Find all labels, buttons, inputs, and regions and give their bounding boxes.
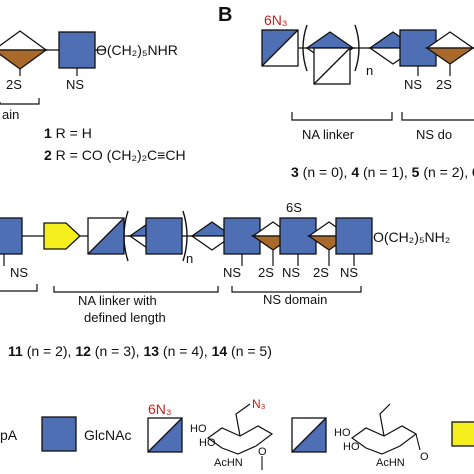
legend-n3-label: 6N₃ bbox=[148, 401, 172, 417]
legend-yellow-shape bbox=[451, 421, 474, 447]
legend-label-glcnac: GlcNAc bbox=[84, 427, 131, 443]
bracket-label-na-linker: NA linker bbox=[302, 127, 355, 142]
split-square-m bbox=[87, 217, 125, 255]
sub-label-ns: NS bbox=[66, 77, 84, 92]
legend-split-square-n3 bbox=[147, 417, 183, 453]
sub-label-ns-m0: NS bbox=[10, 265, 28, 280]
glcnac-square-m0 bbox=[0, 217, 23, 255]
na-diamond-m2 bbox=[189, 221, 235, 251]
struct-o-2: O bbox=[420, 451, 429, 463]
legend-structure-linked: HO HO AcHN O bbox=[334, 403, 429, 469]
struct-achn-1: AcHN bbox=[214, 457, 243, 469]
compounds-3-6: 3 (n = 0), 4 (n = 1), 5 (n = 2), 6 bbox=[291, 164, 474, 180]
compounds-11-14: 11 (n = 2), 12 (n = 3), 13 (n = 4), 14 (… bbox=[8, 343, 272, 359]
struct-ho-4: HO bbox=[343, 441, 360, 453]
panel-b-label: B bbox=[218, 4, 232, 26]
linker-substituent: O(CH₂)₅NHR bbox=[96, 42, 178, 58]
legend-label-pa: pA bbox=[0, 427, 18, 443]
bracket-label-ns-domain-b: NS do bbox=[416, 127, 452, 142]
bracket-label-na-linker-2: defined length bbox=[84, 310, 166, 325]
panel-a-chain: O(CH₂)₅NHR 2S NS ain 1 R = H 2 R = CO (C… bbox=[0, 30, 186, 163]
yellow-pentagon bbox=[43, 222, 81, 250]
six-s-label: 6S bbox=[286, 200, 302, 215]
repeat-n-label-m: n bbox=[186, 251, 193, 266]
sub-label-2s: 2S bbox=[6, 77, 22, 92]
bracket-label-na-linker-1: NA linker with bbox=[78, 293, 157, 308]
split-square-n3 bbox=[261, 29, 299, 67]
legend: pA GlcNAc 6N₃ N₃ HO HO AcHN O bbox=[0, 397, 474, 470]
struct-n3: N₃ bbox=[252, 397, 266, 411]
legend-glcnac-square bbox=[41, 416, 77, 452]
sub-label-2s-m2: 2S bbox=[313, 265, 329, 280]
glcnac-square bbox=[58, 31, 96, 69]
glcnac-square-m4 bbox=[335, 217, 373, 255]
compound-2: 2 R = CO (CH₂)₂C≡CH bbox=[44, 147, 186, 163]
bracket-label-ns-domain-m: NS domain bbox=[263, 292, 327, 307]
legend-structure-azido: N₃ HO HO AcHN O bbox=[190, 397, 274, 470]
legend-split-square bbox=[291, 417, 327, 453]
n3-label-b: 6N₃ bbox=[264, 12, 288, 28]
split-square-repeat bbox=[313, 47, 351, 85]
struct-achn-2: AcHN bbox=[376, 457, 405, 469]
struct-ho-1: HO bbox=[190, 423, 207, 435]
bracket-label-domain: ain bbox=[2, 107, 19, 122]
linker-substituent-m: O(CH₂)₅NH₂ bbox=[373, 229, 450, 245]
sub-label-2s-m1: 2S bbox=[258, 265, 274, 280]
sub-label-ns-b1: NS bbox=[404, 77, 422, 92]
sulfated-diamond-b bbox=[424, 31, 474, 65]
compound-1: 1 R = H bbox=[44, 125, 92, 141]
struct-ho-2: HO bbox=[199, 437, 216, 449]
panel-b-chain: 6N₃ n bbox=[261, 12, 474, 180]
middle-chain: n 6S O(CH₂)₅NH₂ NS NS 2S NS 2S NS bbox=[0, 200, 450, 359]
struct-ho-3: HO bbox=[334, 427, 351, 439]
sulfated-diamond bbox=[0, 30, 48, 70]
repeat-n-label-b: n bbox=[366, 63, 373, 78]
struct-o-1: O bbox=[258, 446, 267, 458]
glcnac-square-m1 bbox=[145, 217, 183, 255]
sub-label-2s-b: 2S bbox=[436, 77, 452, 92]
sub-label-ns-m2: NS bbox=[282, 265, 300, 280]
sub-label-ns-m3: NS bbox=[340, 265, 358, 280]
sub-label-ns-m1: NS bbox=[223, 265, 241, 280]
